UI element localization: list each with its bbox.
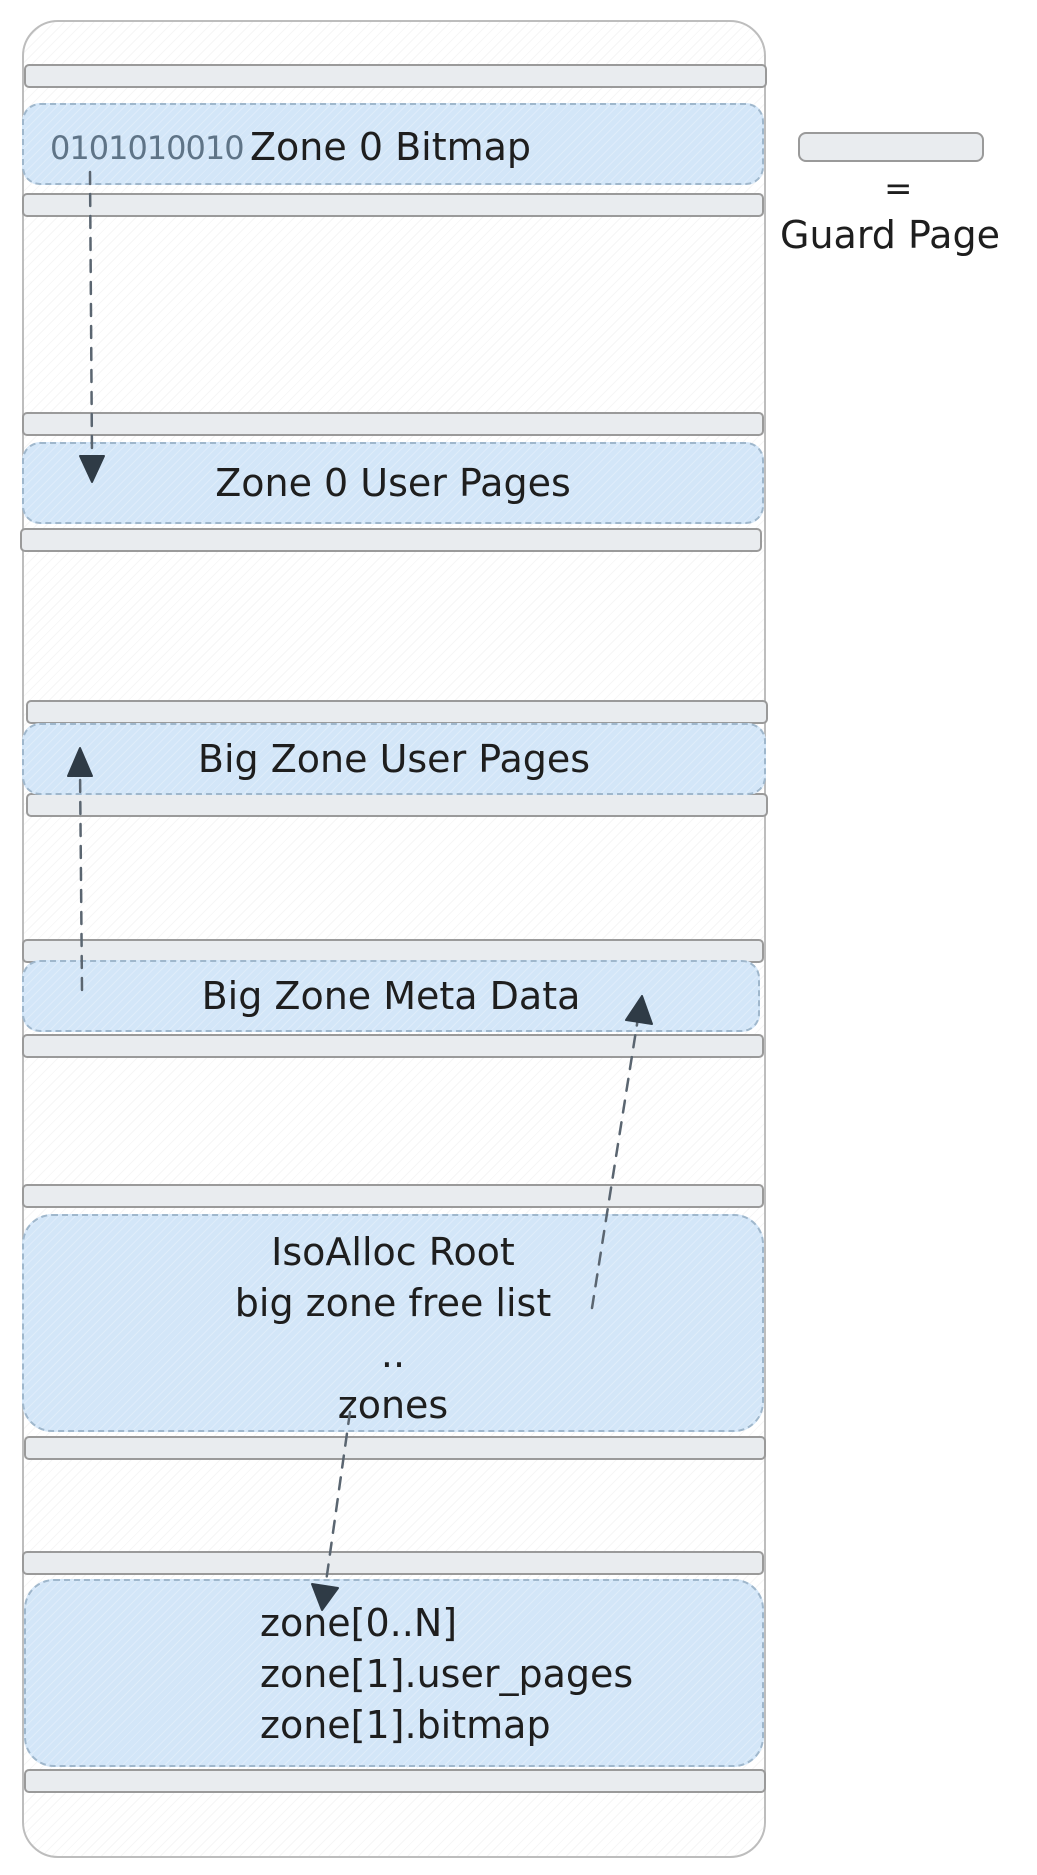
isoalloc-root-ellipsis: .. [380,1332,406,1376]
guard-page [24,1769,766,1793]
isoalloc-root-zones: zones [337,1383,449,1427]
zone0-user-pages-label: Zone 0 User Pages [215,461,571,505]
legend-guard-page-label: Guard Page [780,213,1000,257]
guard-page [24,1436,766,1460]
zones-array-line-range: zone[0..N] [260,1601,458,1645]
isoalloc-root-free-list: big zone free list [234,1281,552,1325]
guard-page [26,700,768,724]
big-zone-user-pages-box: Big Zone User Pages [22,723,766,795]
zone0-bitmap-label: Zone 0 Bitmap [250,125,532,169]
guard-page [22,1551,764,1575]
zones-array-text: zone[0..N] zone[1].user_pages zone[1].bi… [260,1598,633,1751]
big-zone-user-pages-label: Big Zone User Pages [197,737,591,781]
legend-guard-page-swatch [798,132,984,162]
guard-page [26,793,768,817]
zone0-bitmap-bits: 0101010010 [50,129,245,167]
isoalloc-root-box [22,1214,764,1432]
zones-array-line-bitmap: zone[1].bitmap [260,1703,551,1747]
zones-array-line-user-pages: zone[1].user_pages [260,1652,634,1696]
zone0-bitmap-box [22,103,764,185]
big-zone-meta-data-box: Big Zone Meta Data [22,960,760,1032]
guard-page [22,412,764,436]
guard-page [22,1184,764,1208]
legend-equals: = [884,169,913,209]
guard-page [24,64,767,88]
guard-page [20,528,762,552]
zone0-user-pages-box: Zone 0 User Pages [22,442,764,524]
isoalloc-root-text: IsoAlloc Root big zone free list .. zone… [22,1227,764,1431]
zones-array-box [24,1579,764,1767]
isoalloc-root-title: IsoAlloc Root [271,1230,515,1274]
guard-page [22,193,764,217]
guard-page [22,1034,764,1058]
big-zone-meta-data-label: Big Zone Meta Data [201,974,581,1018]
